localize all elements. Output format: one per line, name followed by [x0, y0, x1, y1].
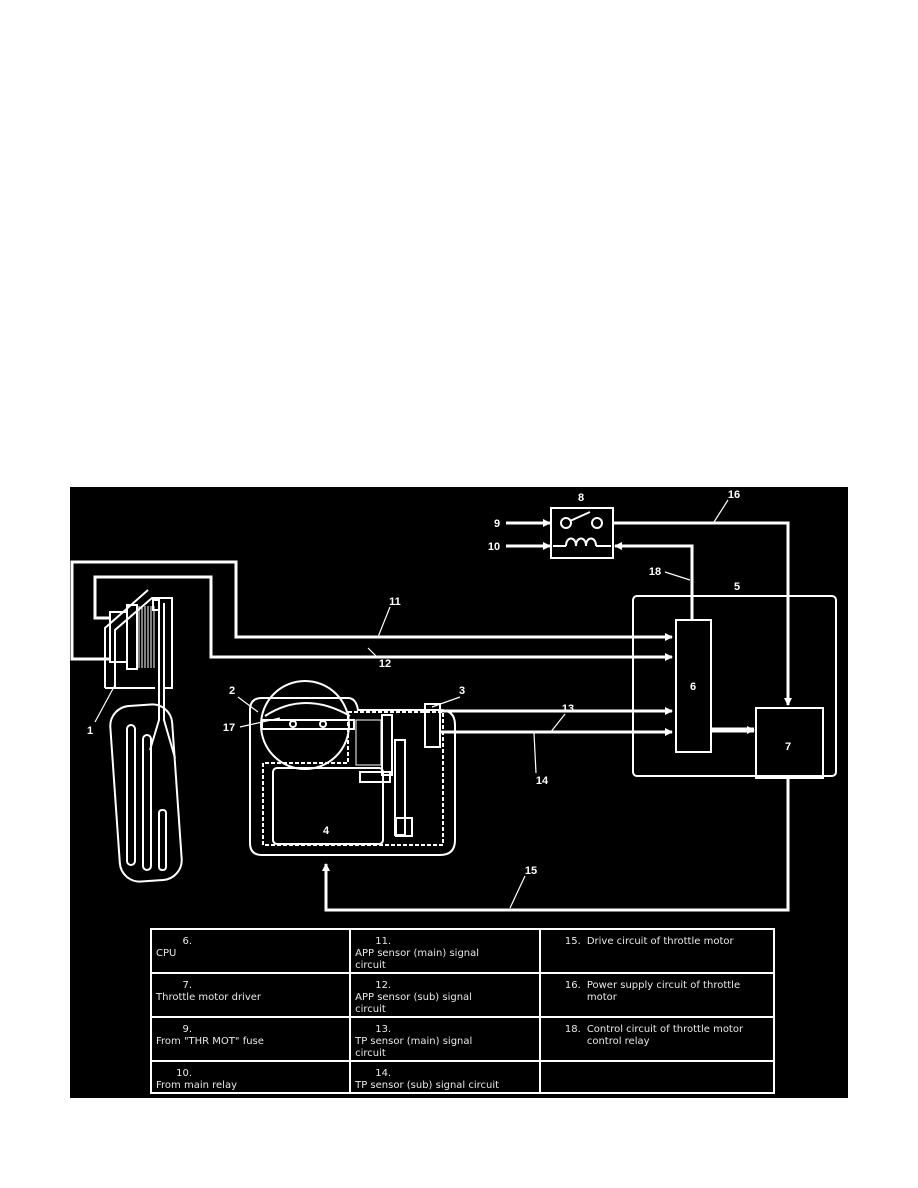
callout-3: 3 — [459, 685, 465, 697]
callout-7: 7 — [785, 741, 791, 753]
callout-12: 12 — [379, 658, 391, 670]
legend-text: APP sensor (main) signal circuit — [355, 948, 480, 971]
legend-row: 6. CPU 11.APP sensor (main) signal circuit… — [149, 928, 776, 974]
callout-16: 16 — [728, 489, 740, 501]
legend-number: 6. — [182, 936, 192, 947]
legend-cell: 10.From main relay — [149, 1060, 352, 1094]
legend-number: 14. — [375, 1068, 392, 1079]
throttle-motor-4 — [272, 767, 384, 845]
legend-text: Power supply circuit of throttle motor — [586, 980, 741, 1003]
legend-text: CPU — [156, 948, 177, 959]
legend-text: From main relay — [156, 1080, 237, 1091]
callout-13: 13 — [562, 703, 574, 715]
legend-cell: 6. CPU — [149, 928, 352, 974]
callout-1: 1 — [87, 725, 93, 737]
legend-number: 13. — [375, 1024, 392, 1035]
legend-cell: 18. Control circuit of throttle motor con… — [538, 1016, 776, 1062]
legend-text: From "THR MOT" fuse — [156, 1036, 264, 1047]
wire-12 — [93, 575, 673, 661]
legend-number: 15. — [564, 936, 581, 947]
callout-14: 14 — [536, 775, 549, 787]
ecm-5 — [632, 595, 837, 777]
wire-11 — [70, 560, 673, 661]
callout-18: 18 — [649, 566, 661, 578]
legend-cell: 16. Power supply circuit of throttle moto… — [538, 972, 776, 1018]
wire-15 — [322, 778, 790, 912]
legend-cell: 14.TP sensor (sub) signal circuit — [349, 1060, 541, 1094]
legend-table: 6. CPU 11.APP sensor (main) signal circuit… — [149, 928, 776, 1094]
relay-8 — [550, 507, 614, 559]
callout-15: 15 — [525, 865, 537, 877]
legend-text: Throttle motor driver — [156, 992, 262, 1003]
legend-text: APP sensor (sub) signal circuit — [355, 992, 472, 1015]
legend-text: Drive circuit of throttle motor — [586, 936, 734, 947]
legend-cell: 9.From "THR MOT" fuse — [149, 1016, 352, 1062]
legend-cell: 11.APP sensor (main) signal circuit — [349, 928, 541, 974]
tp-sensor-3 — [424, 703, 441, 748]
app-sensor-1 — [104, 589, 173, 689]
accelerator-pedal — [109, 603, 183, 883]
callout-8: 8 — [578, 492, 584, 504]
legend-number: 10. — [176, 1068, 192, 1079]
legend-text: Control circuit of throttle motor contro… — [586, 1024, 744, 1047]
callout-labels: 1 2 3 4 5 6 7 8 9 10 11 12 13 14 15 16 1… — [87, 489, 791, 877]
callout-9: 9 — [494, 518, 500, 530]
callout-2: 2 — [229, 685, 235, 697]
legend-text: TP sensor (main) signal circuit — [355, 1036, 473, 1059]
legend-cell: 12.APP sensor (sub) signal circuit — [349, 972, 541, 1018]
legend-number: 9. — [182, 1024, 192, 1035]
callout-4: 4 — [323, 825, 330, 837]
legend-number: 12. — [375, 980, 392, 991]
callout-6: 6 — [690, 681, 696, 693]
legend-cell: 15. Drive circuit of throttle motor — [538, 928, 776, 974]
wire-16 — [613, 521, 792, 706]
legend-cell: 7.Throttle motor driver — [149, 972, 352, 1018]
cpu-6 — [675, 619, 712, 753]
legend-number: 11. — [375, 936, 392, 947]
throttle-body-2 — [249, 680, 456, 856]
legend-text: TP sensor (sub) signal circuit — [355, 1080, 500, 1091]
callout-11: 11 — [389, 596, 401, 608]
callout-17: 17 — [223, 722, 235, 734]
legend-cell: 13.TP sensor (main) signal circuit — [349, 1016, 541, 1062]
legend-number: 7. — [182, 980, 192, 991]
legend-cell — [538, 1060, 776, 1094]
callout-5: 5 — [734, 581, 740, 593]
legend-number: 16. — [564, 980, 581, 991]
legend-number: 18. — [564, 1024, 581, 1035]
callout-10: 10 — [488, 541, 500, 553]
